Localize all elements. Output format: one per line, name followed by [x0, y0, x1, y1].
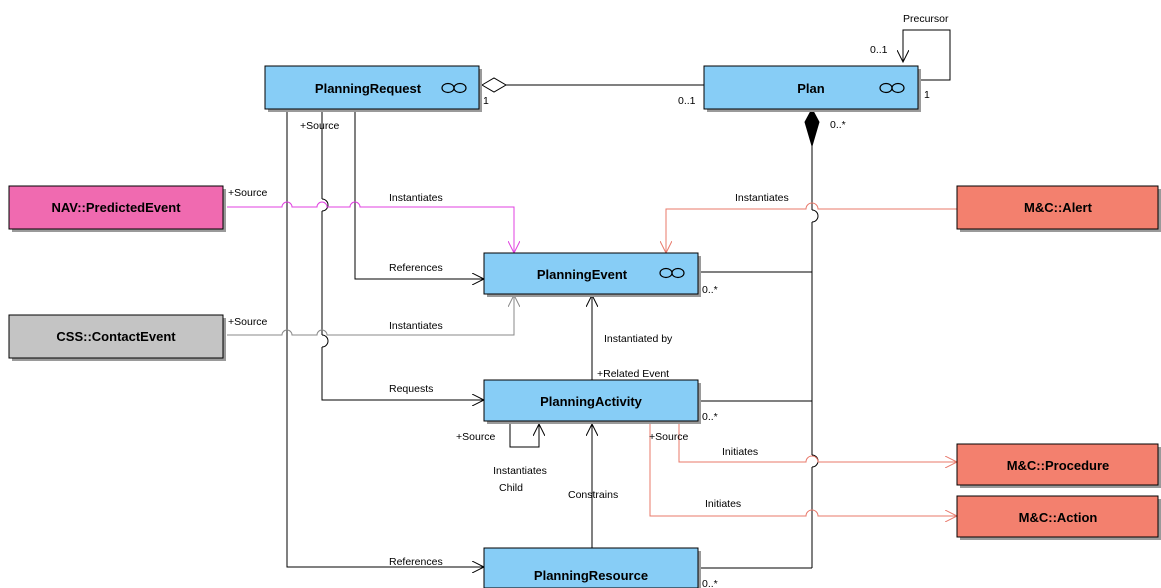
- request-references-event: [354, 109, 484, 279]
- class-mc-action[interactable]: M&C::Action: [956, 495, 1161, 540]
- label-requests: Requests: [389, 383, 433, 395]
- multiplicity-0-1: 0..1: [870, 44, 888, 56]
- class-name: M&C::Procedure: [1007, 458, 1110, 473]
- class-name: M&C::Action: [1019, 510, 1098, 525]
- spine-hop-1: [811, 209, 819, 223]
- request-source-line: [321, 109, 484, 400]
- class-name: PlanningEvent: [537, 267, 628, 282]
- label-references: References: [389, 262, 443, 274]
- contact-instantiates-connector: [227, 295, 514, 336]
- class-nav-predicted-event[interactable]: NAV::PredictedEvent: [8, 185, 226, 232]
- class-name: PlanningResource: [534, 568, 648, 583]
- predicted-instantiates-connector: [227, 201, 514, 253]
- class-mc-alert[interactable]: M&C::Alert: [956, 185, 1161, 232]
- request-hop-2: [321, 334, 329, 348]
- class-box: [956, 495, 1159, 538]
- label-initiates: Initiates: [722, 446, 758, 458]
- request-references-resource: [286, 109, 484, 567]
- link-icon: [879, 82, 905, 94]
- class-name: M&C::Alert: [1024, 200, 1093, 215]
- label-references: References: [389, 556, 443, 568]
- alert-instantiates-connector: [666, 202, 957, 253]
- link-icon: [659, 267, 685, 279]
- class-name: PlanningActivity: [540, 394, 643, 409]
- class-box: [483, 379, 699, 422]
- aggregation-diamond: [481, 77, 507, 93]
- multiplicity-0-many: 0..*: [702, 578, 718, 588]
- label-initiates: Initiates: [705, 498, 741, 510]
- class-box: [8, 314, 224, 359]
- role-source: +Source: [649, 431, 689, 443]
- multiplicity-0-many: 0..*: [830, 119, 846, 131]
- activity-action-connector: [649, 422, 957, 516]
- label-instantiated-by: Instantiated by: [604, 333, 673, 345]
- class-planning-request[interactable]: PlanningRequest: [264, 65, 482, 112]
- label-instantiates: Instantiates: [389, 320, 443, 332]
- class-box: [956, 185, 1159, 230]
- class-box: [8, 185, 224, 230]
- role-source: +Source: [228, 187, 268, 199]
- activity-self-connector: [509, 422, 539, 448]
- class-planning-activity[interactable]: PlanningActivity: [483, 379, 701, 424]
- label-instantiates-child: Instantiates: [493, 465, 547, 477]
- label-instantiates: Instantiates: [389, 192, 443, 204]
- class-box: [703, 65, 919, 110]
- request-hop-1: [321, 198, 329, 212]
- role-related-event: +Related Event: [597, 368, 669, 380]
- multiplicity-1: 1: [483, 95, 489, 107]
- class-name: Plan: [797, 81, 825, 96]
- activity-procedure-connector: [678, 422, 957, 462]
- label-precursor: Precursor: [903, 13, 949, 25]
- role-source: +Source: [228, 316, 268, 328]
- multiplicity-0-1: 0..1: [678, 95, 696, 107]
- class-name: PlanningRequest: [315, 81, 422, 96]
- class-name: NAV::PredictedEvent: [51, 200, 181, 215]
- class-box: [483, 252, 699, 295]
- label-instantiates-child: Child: [499, 482, 523, 494]
- composition-diamond: [804, 107, 820, 148]
- role-source: +Source: [456, 431, 496, 443]
- label-constrains: Constrains: [568, 489, 618, 501]
- class-planning-resource[interactable]: PlanningResource: [483, 547, 701, 588]
- role-source: +Source: [300, 120, 340, 132]
- class-box: [483, 547, 699, 588]
- plan-precursor-connector: [903, 29, 951, 81]
- multiplicity-0-many: 0..*: [702, 284, 718, 296]
- class-mc-procedure[interactable]: M&C::Procedure: [956, 443, 1161, 488]
- class-box: [264, 65, 480, 110]
- multiplicity-0-many: 0..*: [702, 411, 718, 423]
- class-name: CSS::ContactEvent: [56, 329, 176, 344]
- link-icon: [441, 82, 467, 94]
- class-planning-event[interactable]: PlanningEvent: [483, 252, 701, 297]
- class-css-contact-event[interactable]: CSS::ContactEvent: [8, 314, 226, 361]
- class-box: [956, 443, 1159, 486]
- label-instantiates: Instantiates: [735, 192, 789, 204]
- class-plan[interactable]: Plan: [703, 65, 921, 112]
- multiplicity-1: 1: [924, 89, 930, 101]
